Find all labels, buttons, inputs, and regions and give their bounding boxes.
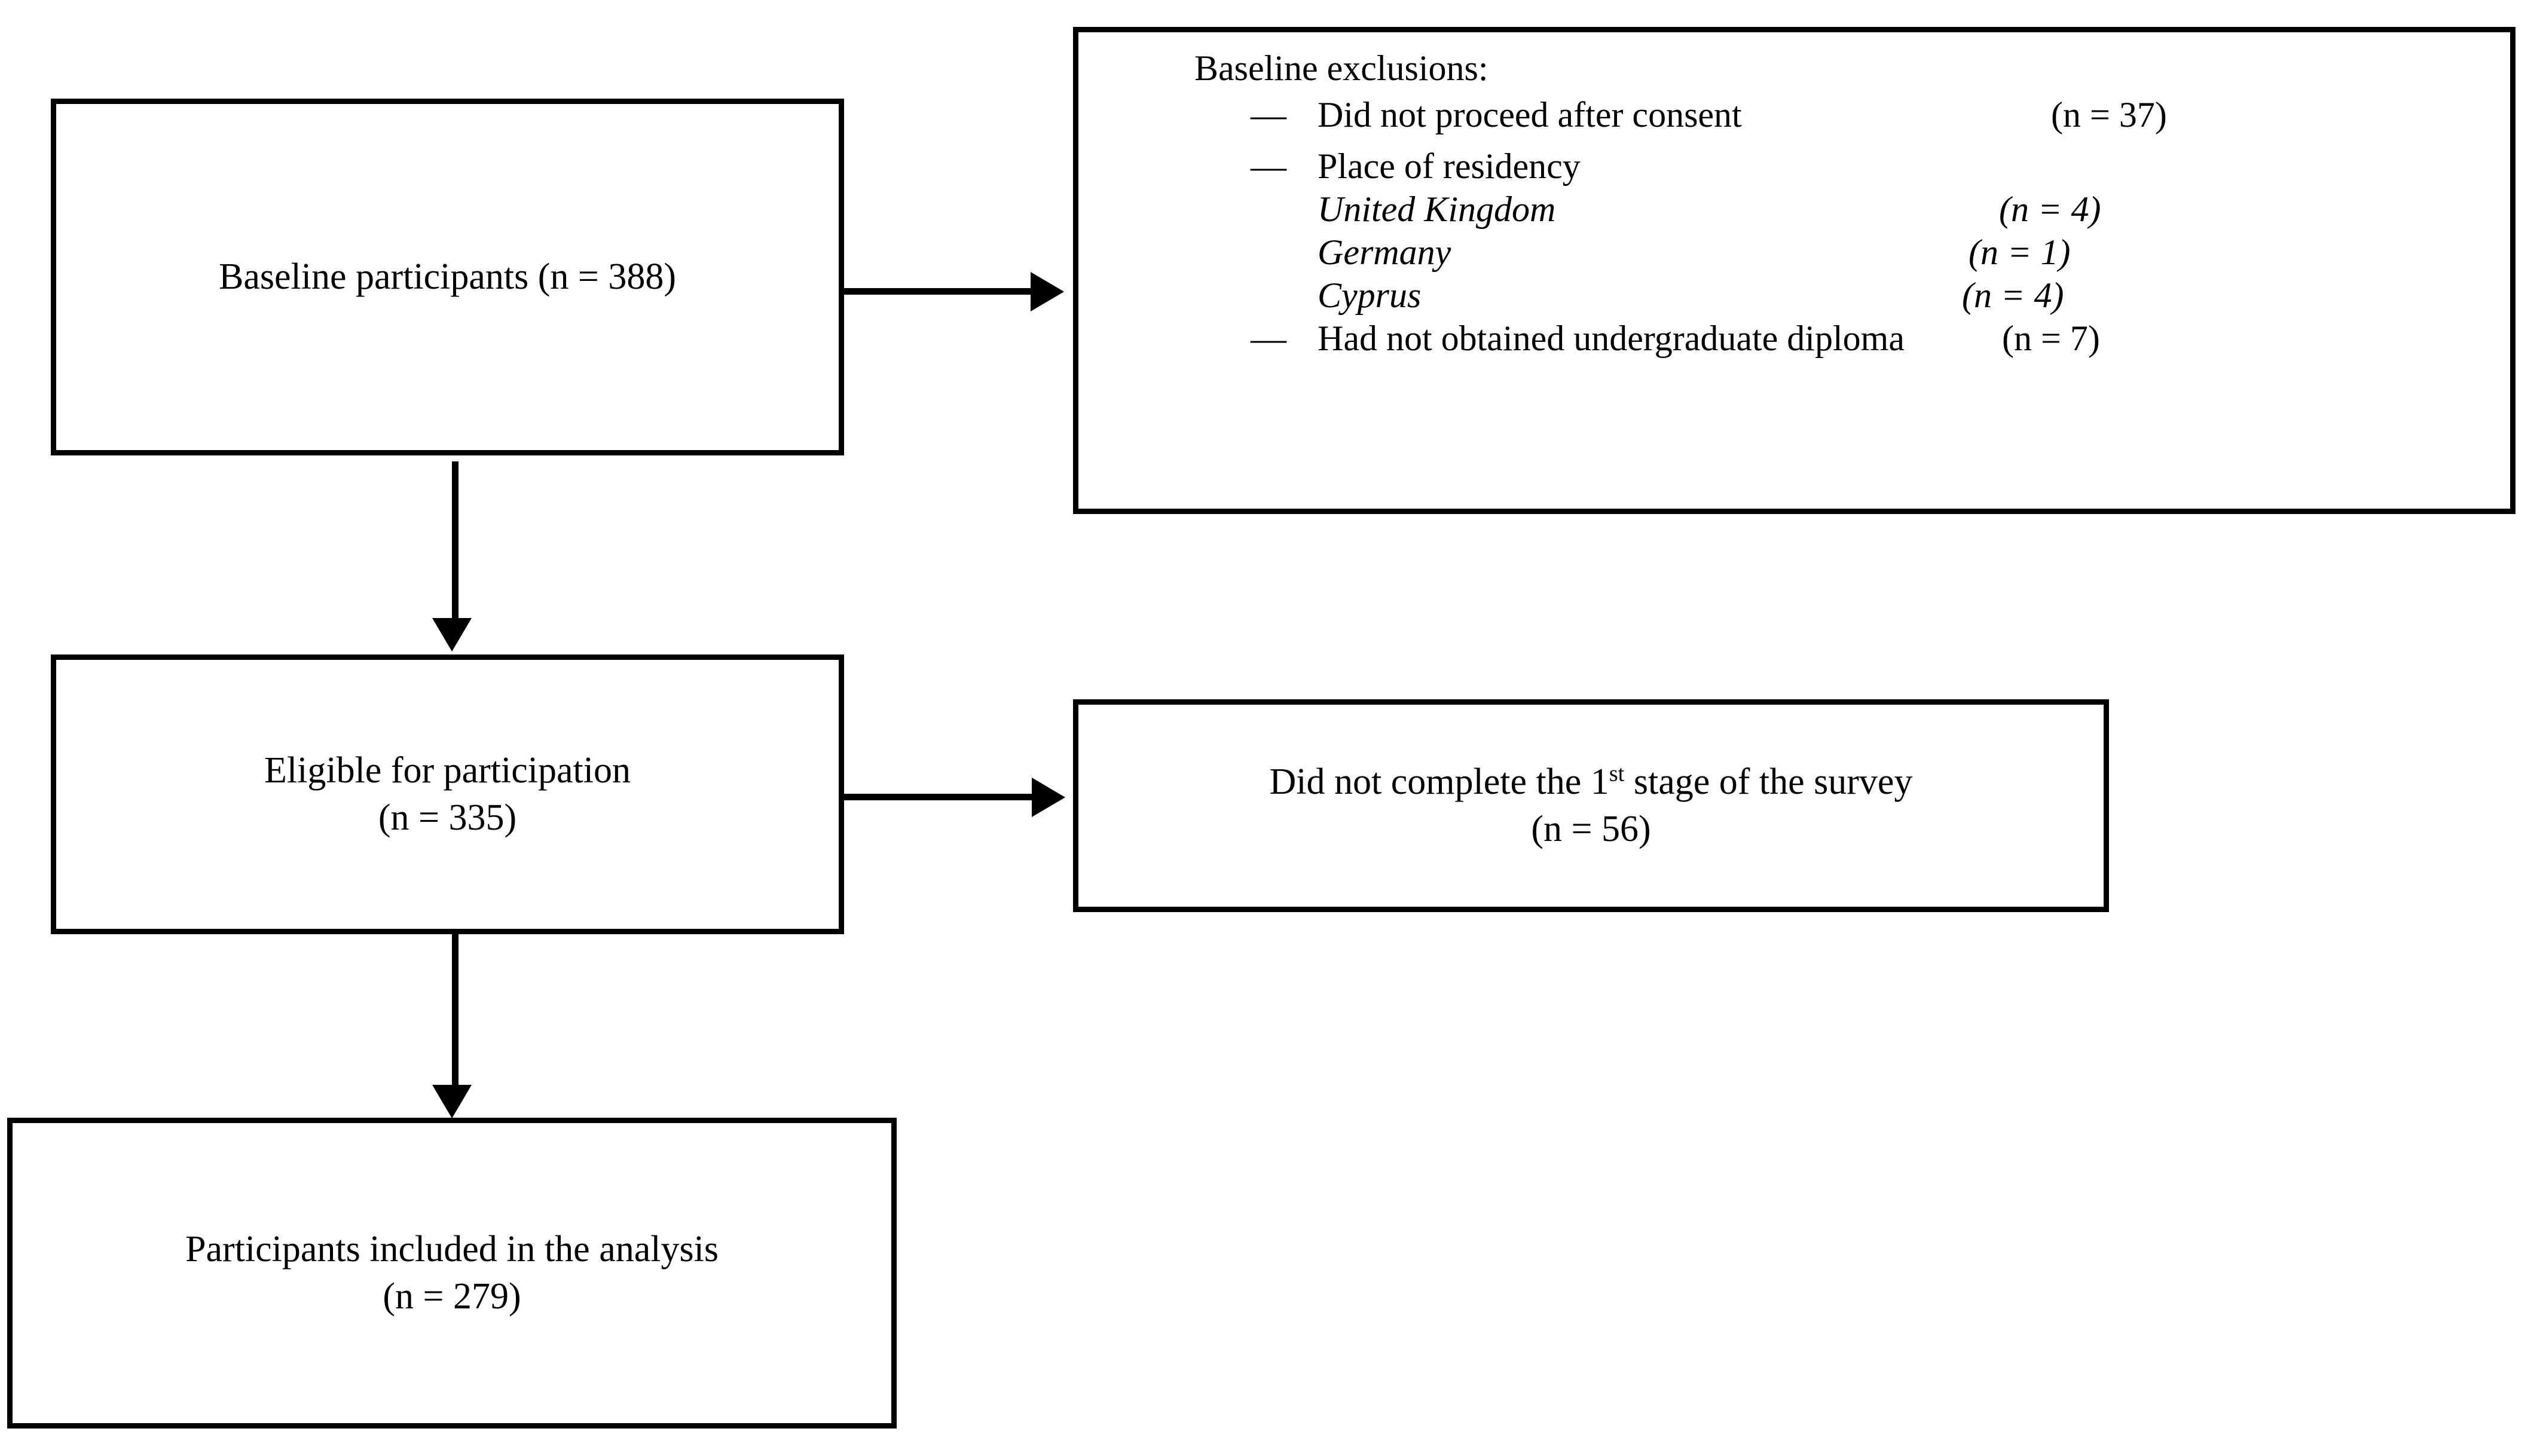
exclusion-item: — Had not obtained undergraduate diploma…	[1078, 316, 2510, 358]
not-complete-label-pre: Did not complete the 1	[1269, 761, 1609, 802]
not-complete-label-post: stage of the survey	[1624, 761, 1913, 802]
not-complete-count: (n = 56)	[1531, 809, 1651, 849]
em-dash-icon: —	[1251, 146, 1286, 186]
connector-line	[844, 794, 1034, 800]
exclusions-title: Baseline exclusions:	[1194, 48, 1488, 88]
em-dash-icon: —	[1251, 319, 1286, 358]
arrow-head-right-icon	[1032, 778, 1065, 817]
exclusion-count: (n = 1)	[1969, 233, 2071, 272]
eligible-count: (n = 335)	[378, 797, 517, 838]
arrow-head-down-icon	[432, 1085, 472, 1118]
exclusion-count: (n = 37)	[2051, 95, 2167, 134]
exclusion-sublabel-cyprus: Cyprus	[1318, 276, 1422, 315]
exclusion-subitem: Germany (n = 1)	[1078, 230, 2510, 272]
baseline-participants-text: Baseline participants (n = 388)	[219, 256, 676, 297]
box-eligible-for-participation: Eligible for participation (n = 335)	[51, 654, 844, 934]
exclusion-subitem: United Kingdom (n = 4)	[1078, 186, 2510, 229]
box-baseline-exclusions: Baseline exclusions: — Did not proceed a…	[1073, 27, 2515, 514]
exclusion-sublabel-united-kingdom: United Kingdom	[1318, 189, 1556, 229]
ordinal-suffix-st: st	[1609, 760, 1625, 786]
included-text-block: Participants included in the analysis (n…	[185, 1226, 719, 1321]
eligible-text-block: Eligible for participation (n = 335)	[264, 747, 631, 842]
box-did-not-complete-first-stage: Did not complete the 1st stage of the su…	[1073, 699, 2109, 912]
exclusion-item: — Place of residency	[1078, 143, 2510, 186]
arrow-head-down-icon	[432, 618, 472, 651]
connector-line	[452, 461, 459, 620]
em-dash-icon: —	[1251, 95, 1286, 134]
exclusion-count: (n = 4)	[1999, 189, 2101, 229]
box-participants-included: Participants included in the analysis (n…	[7, 1118, 897, 1429]
connector-line	[452, 934, 459, 1087]
box-baseline-participants: Baseline participants (n = 388)	[51, 99, 844, 455]
included-label: Participants included in the analysis	[185, 1228, 719, 1270]
included-count: (n = 279)	[383, 1276, 521, 1317]
arrow-head-right-icon	[1031, 272, 1064, 311]
exclusion-count: (n = 7)	[2002, 319, 2100, 358]
not-complete-text-block: Did not complete the 1st stage of the su…	[1270, 758, 1913, 854]
exclusion-label: Had not obtained undergraduate diploma	[1318, 319, 1905, 358]
connector-line	[844, 288, 1033, 295]
exclusion-subitem: Cyprus (n = 4)	[1078, 273, 2510, 315]
exclusion-sublabel-germany: Germany	[1318, 233, 1451, 272]
exclusion-count: (n = 4)	[1962, 276, 2064, 315]
exclusion-label: Place of residency	[1318, 146, 1581, 186]
exclusion-label: Did not proceed after consent	[1318, 95, 1742, 134]
exclusion-item: — Did not proceed after consent (n = 37)	[1078, 92, 2510, 134]
eligible-label: Eligible for participation	[264, 750, 631, 791]
